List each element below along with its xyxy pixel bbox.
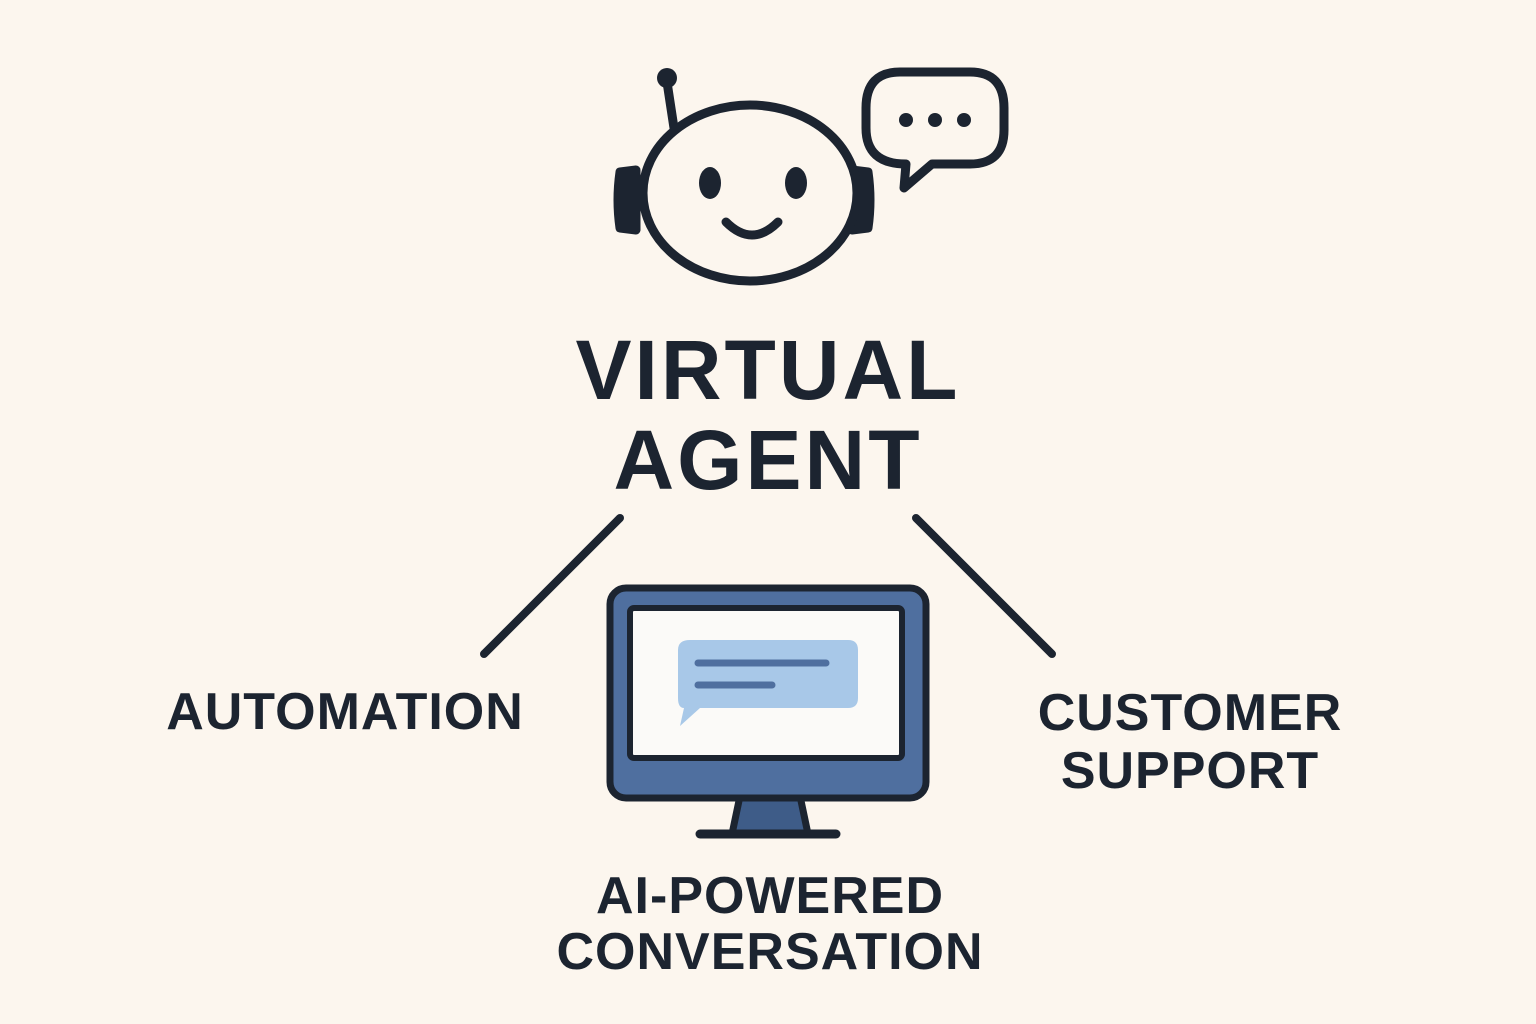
title-line-1: VIRTUAL (575, 323, 961, 417)
branch-ai-conversation-line-2: CONVERSATION (556, 923, 984, 981)
branch-customer-support-line-1: CUSTOMER (1037, 684, 1343, 742)
robot-smile (721, 217, 783, 240)
branch-ai-powered-conversation: AI-POWERED CONVERSATION (520, 868, 1020, 980)
diagram-title: VIRTUAL AGENT (468, 325, 1068, 505)
title-line-2: AGENT (613, 413, 923, 507)
antenna-icon (662, 77, 679, 133)
branch-automation-label: AUTOMATION (166, 683, 524, 741)
robot-eye-left (699, 167, 721, 199)
monitor-stand (728, 792, 812, 838)
robot-head (638, 100, 862, 286)
connector-left (480, 514, 624, 658)
antenna-tip (657, 68, 677, 88)
branch-ai-conversation-line-1: AI-POWERED (596, 867, 944, 925)
branch-customer-support: CUSTOMER SUPPORT (1010, 684, 1370, 800)
speech-bubble-ellipsis-icon (861, 67, 1009, 193)
branch-automation: AUTOMATION (140, 684, 550, 740)
branch-customer-support-line-2: SUPPORT (1060, 742, 1320, 800)
robot-eye-right (785, 167, 807, 199)
connector-right (912, 514, 1056, 658)
headphone-left (613, 165, 641, 235)
robot-headset-icon (613, 68, 875, 286)
monitor-chat-icon (606, 584, 930, 839)
